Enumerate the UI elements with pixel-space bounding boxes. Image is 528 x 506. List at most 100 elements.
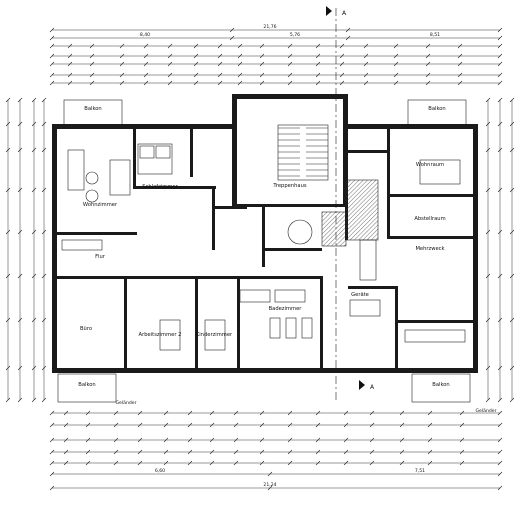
room-treppenhaus: Treppenhaus: [272, 183, 306, 189]
dimension-tick: [41, 97, 47, 103]
dimension-tick: [343, 460, 349, 466]
dimension-tick: [497, 449, 503, 455]
dimension-tick: [393, 61, 399, 67]
dimension-tick: [187, 410, 193, 416]
dimension-tick: [497, 187, 503, 193]
dimension-tick: [497, 43, 503, 49]
dimension-tick: [425, 43, 431, 49]
dimension-tick: [237, 80, 243, 86]
dimension-tick: [233, 437, 239, 443]
dimension-tick: [167, 72, 173, 78]
dimension-tick: [143, 43, 149, 49]
dimension-tick: [315, 460, 321, 466]
dimension-tick: [17, 317, 23, 323]
dimension-chains-top: [49, 27, 503, 86]
svg-text:Balkon: Balkon: [428, 106, 445, 112]
dimension-tick: [399, 422, 405, 428]
dimension-tick: [425, 53, 431, 59]
dimension-tick: [339, 61, 345, 67]
dimension-tick: [163, 422, 169, 428]
dimension-tick: [399, 410, 405, 416]
dimension-tick: [31, 97, 37, 103]
dimension-tick: [315, 80, 321, 86]
dimension-tick: [497, 97, 503, 103]
dimension-tick: [497, 147, 503, 153]
dimension-tick: [485, 229, 491, 235]
dimension-tick: [237, 61, 243, 67]
dimension-tick: [509, 121, 515, 127]
room-badezimmer: Badezimmer: [269, 306, 303, 312]
dimension-tick: [369, 410, 375, 416]
dimension-tick: [5, 229, 11, 235]
dimension-tick: [497, 410, 503, 416]
dimension-tick: [509, 397, 515, 403]
dim-top-right: 8,51: [430, 32, 440, 38]
dimension-tick: [259, 43, 265, 49]
dimension-tick: [497, 317, 503, 323]
dimension-tick: [259, 72, 265, 78]
room-buero: Büro: [80, 326, 92, 332]
dimension-tick: [41, 317, 47, 323]
dimension-tick: [459, 410, 465, 416]
dimension-tick: [85, 460, 91, 466]
dimension-tick: [343, 410, 349, 416]
dimension-tick: [509, 187, 515, 193]
dimension-tick: [509, 273, 515, 279]
dimension-tick: [167, 43, 173, 49]
dimension-tick: [119, 80, 125, 86]
dimension-tick: [193, 61, 199, 67]
dimension-tick: [287, 53, 293, 59]
dimension-tick: [287, 437, 293, 443]
dimension-tick: [217, 61, 223, 67]
dimension-tick: [41, 365, 47, 371]
dim-top-total: 21,76: [263, 24, 276, 30]
dim-bottom-left: 6,60: [155, 468, 165, 474]
dimension-tick: [485, 121, 491, 127]
dimension-tick: [5, 121, 11, 127]
dimension-tick: [345, 27, 351, 33]
dimension-tick: [137, 460, 143, 466]
dimension-tick: [259, 460, 265, 466]
dimension-tick: [259, 437, 265, 443]
dimension-tick: [485, 397, 491, 403]
dimension-tick: [369, 460, 375, 466]
dimension-tick: [339, 80, 345, 86]
dimension-tick: [89, 80, 95, 86]
dimension-tick: [287, 422, 293, 428]
dimension-tick: [5, 147, 11, 153]
dimension-tick: [187, 449, 193, 455]
dimension-tick: [497, 365, 503, 371]
dimension-tick: [5, 397, 11, 403]
dimension-tick: [209, 449, 215, 455]
furniture: [61, 143, 466, 351]
dimension-tick: [233, 422, 239, 428]
svg-text:Balkon: Balkon: [432, 382, 449, 388]
dimension-tick: [137, 437, 143, 443]
dimension-tick: [209, 410, 215, 416]
room-mehrzweck: Mehrzweck: [415, 246, 444, 252]
dimension-tick: [427, 410, 433, 416]
dimension-tick: [31, 317, 37, 323]
note-gelaender-right: Geländer: [475, 408, 496, 414]
dimension-tick: [167, 61, 173, 67]
dimension-tick: [425, 72, 431, 78]
room-flur: Flur: [95, 254, 106, 260]
room-schlafzimmer: Schlafzimmer: [142, 184, 178, 190]
dimension-tick: [259, 410, 265, 416]
dimension-tick: [63, 410, 69, 416]
dimension-labels-bottom: 21,24 6,60 7,51: [155, 468, 425, 488]
dimension-tick: [315, 410, 321, 416]
dimension-tick: [233, 410, 239, 416]
dimension-tick: [393, 80, 399, 86]
dimension-tick: [163, 437, 169, 443]
dimension-tick: [67, 61, 73, 67]
dimension-tick: [343, 422, 349, 428]
svg-text:Balkon: Balkon: [84, 106, 101, 112]
balcony-sw: Balkon: [57, 373, 117, 403]
dimension-tick: [315, 53, 321, 59]
dimension-tick: [497, 397, 503, 403]
section-mark-top: A: [342, 10, 347, 17]
room-labels: Schlafzimmer Wohnzimmer Wohnraum Büro Ar…: [80, 162, 446, 338]
dimension-tick: [63, 422, 69, 428]
dimension-tick: [143, 72, 149, 78]
